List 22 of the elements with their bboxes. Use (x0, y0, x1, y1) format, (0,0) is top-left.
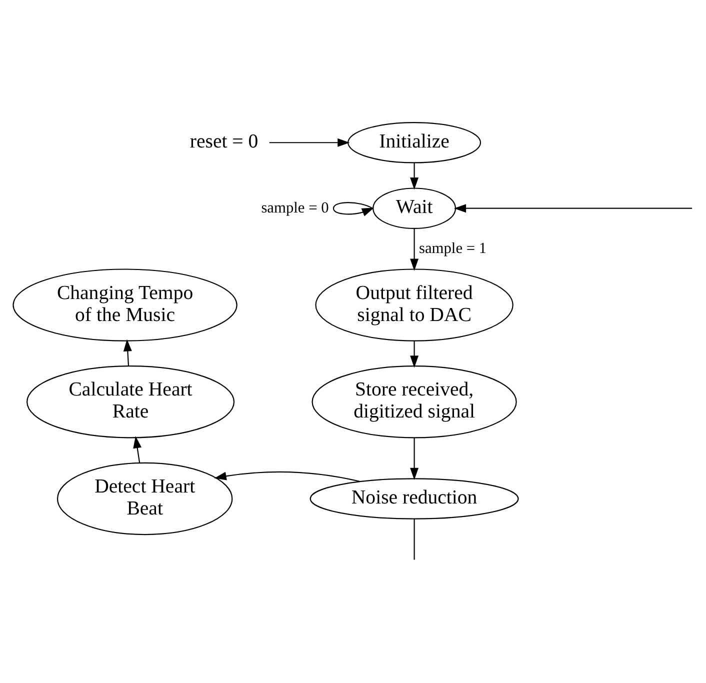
arrow (410, 228, 419, 271)
node-ellipse: Initialize (348, 122, 482, 164)
arrow (410, 438, 419, 480)
connector (414, 519, 415, 560)
edge-label: sample = 1 (418, 240, 487, 257)
arrow (454, 204, 692, 213)
node-ellipse: Detect Heart Beat (56, 462, 233, 536)
arrow (410, 340, 419, 368)
arrow (133, 436, 142, 464)
arrow (214, 471, 360, 482)
node-ellipse: Calculate Heart Rate (26, 366, 235, 438)
arrow (123, 339, 132, 366)
edge-label: sample = 0 (261, 199, 329, 216)
node-ellipse: Store received, digitized signal (312, 366, 517, 438)
arrow (332, 202, 374, 216)
node-text: reset = 0 (190, 130, 258, 152)
node-ellipse: Changing Tempo of the Music (12, 268, 238, 342)
node-ellipse: Noise reduction (310, 478, 519, 520)
node-ellipse: Output filtered signal to DAC (315, 268, 514, 342)
node-ellipse: Wait (372, 188, 456, 229)
arrow (410, 163, 419, 190)
arrow (269, 138, 350, 147)
